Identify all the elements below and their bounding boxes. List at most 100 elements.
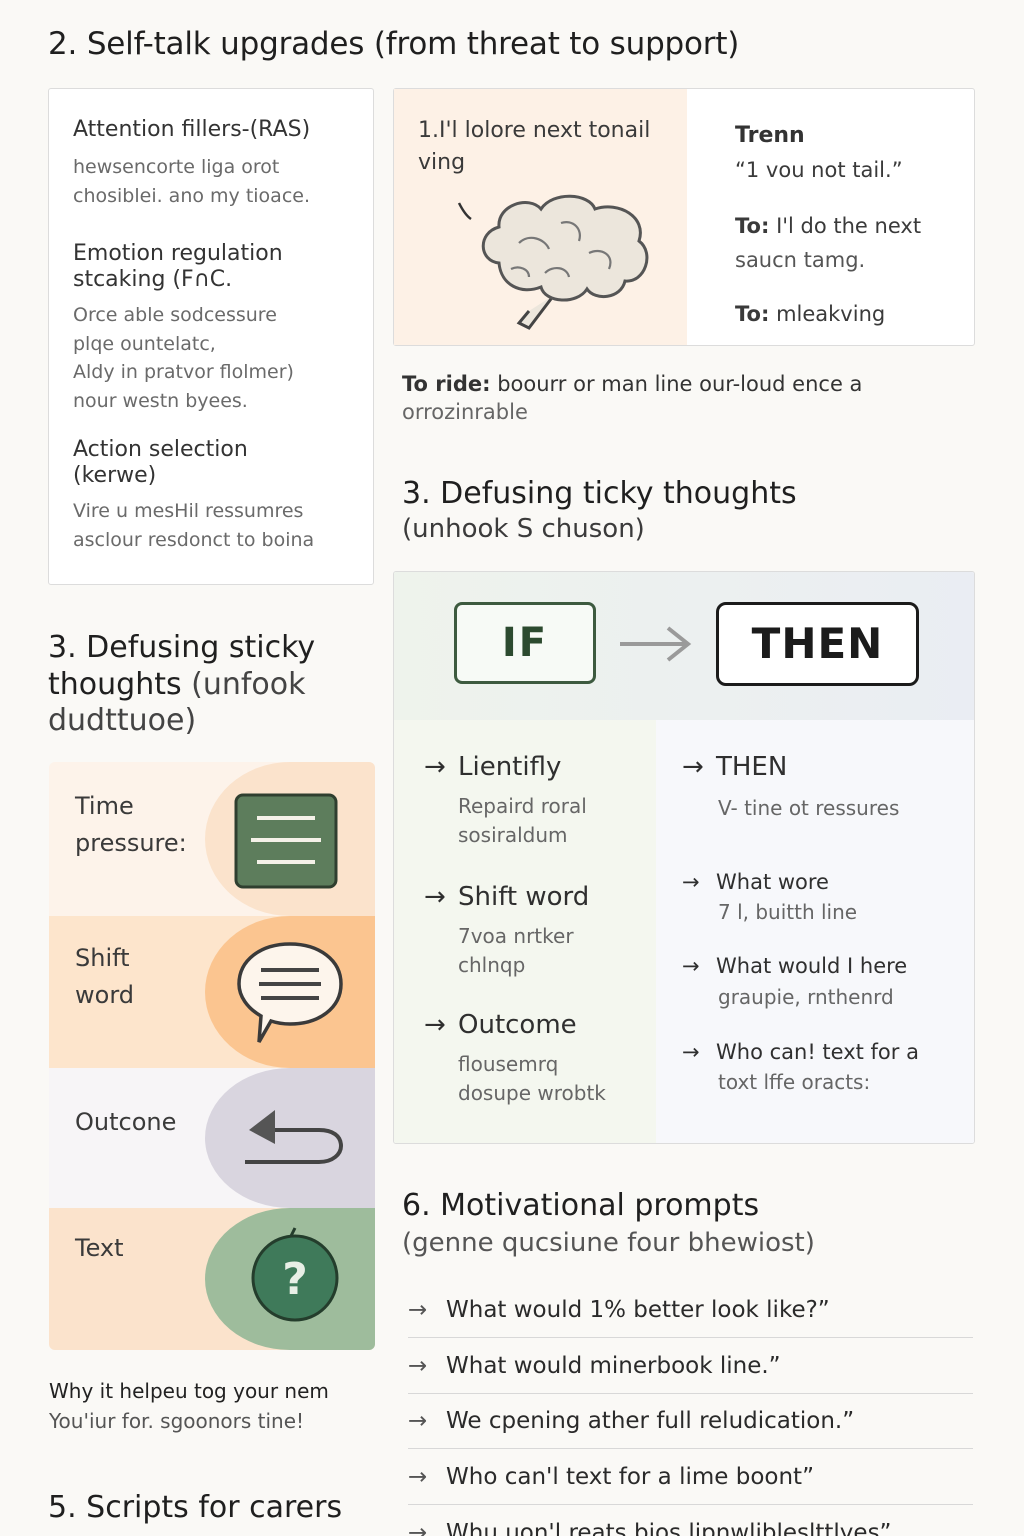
arrow-icon: →	[424, 752, 446, 782]
item-sub-line: 7voa nrtker	[458, 924, 574, 948]
panel-label-line: Time	[75, 792, 134, 820]
brain-caption-line: ving	[418, 149, 466, 175]
to-ride-line: To ride: boourr or man line our-loud enc…	[402, 370, 862, 398]
section3-left-bold: thoughts	[48, 666, 182, 702]
speech-bubble-icon	[237, 942, 343, 1043]
action-line: asclour resdonct to boina	[73, 528, 315, 551]
to-label: To:	[735, 302, 770, 326]
panel-time-pressure: Time pressure:	[49, 762, 375, 916]
arrow-icon: →	[682, 954, 700, 978]
to-text: I'l do the next	[776, 214, 922, 238]
ifthen-card: IF THEN → Lientifly Repaird roral sosiral…	[393, 571, 975, 1144]
ifthen-right-item: → Who can! text for a	[682, 1040, 919, 1064]
item-sub-line: Repaird roral	[458, 794, 587, 818]
ifthen-left-col	[394, 720, 656, 1143]
emotion-text: Orce able sodcessure plqe ountelatc, Ald…	[73, 301, 294, 415]
panel-label-line: word	[75, 981, 134, 1010]
arrow-icon: →	[682, 1040, 700, 1064]
panel-label: Outcone	[75, 1108, 177, 1136]
panel-shift-word: Shift word	[49, 916, 375, 1068]
to-text: mleakving	[776, 302, 886, 326]
arrow-icon: →	[424, 1010, 446, 1040]
arrow-icon: →	[682, 870, 700, 894]
why-line: Why it helpeu tog your nem	[49, 1379, 329, 1403]
trenn-label: Trenn	[735, 123, 805, 148]
right-arrow-icon	[620, 626, 692, 662]
section3-right-heading: 3. Defusing ticky thoughts	[402, 476, 797, 511]
to-label: To:	[735, 214, 770, 238]
emotion-line: Orce able sodcessure	[73, 304, 277, 326]
attention-line: chosiblei. ano my tioace.	[73, 184, 310, 207]
attention-heading: Attention fillers-(RAS)	[73, 117, 311, 142]
ifthen-right-col	[656, 720, 974, 1143]
item-title: What would I here	[716, 954, 908, 978]
to-ride-label: To ride:	[402, 372, 491, 396]
action-heading: Action selection (kerwe)	[73, 437, 248, 490]
prompt-text: What would 1% better look like?”	[446, 1297, 830, 1323]
if-box: IF	[454, 602, 596, 684]
item-title: THEN	[716, 752, 788, 782]
arrow-icon: →	[424, 882, 446, 912]
prompt-text: Who can'l text for a lime boont”	[446, 1464, 814, 1490]
emotion-heading-line: stcaking (F∩C.	[73, 267, 233, 293]
item-sub: Repaird roral sosiraldum	[458, 792, 587, 850]
question-mark-icon: ?	[251, 1227, 339, 1322]
arrow-icon: →	[408, 1408, 428, 1434]
arrow-icon: →	[408, 1297, 428, 1323]
ifthen-left-item: → Outcome	[424, 1010, 577, 1040]
prompt-text: Whu uon'l reats bios lipnwlibleslttlyes”	[446, 1520, 892, 1536]
emotion-heading: Emotion regulation stcaking (F∩C.	[73, 241, 283, 294]
section3-left-heading: 3. Defusing sticky thoughts (unfook dudt…	[48, 630, 315, 740]
attention-text: hewsencorte liga orot chosiblei. ano my …	[73, 153, 310, 210]
prompt-item: → Whu uon'l reats bios lipnwlibleslttlyes…	[408, 1505, 973, 1536]
why-line: You'iur for. sgoonors tine!	[49, 1409, 305, 1433]
action-heading-line: (kerwe)	[73, 463, 157, 489]
ifthen-left-item: →Shift word	[424, 882, 589, 912]
arrow-icon: →	[408, 1353, 428, 1379]
action-heading-line: Action selection	[73, 437, 248, 462]
section3-left-line: dudttuoe)	[48, 703, 197, 739]
prompt-item: → We cpening ather full reludication.”	[408, 1393, 973, 1449]
panel-label-line: Shift	[75, 944, 130, 972]
arrow-icon: →	[408, 1520, 428, 1536]
why-note: Why it helpeu tog your nem You'iur for. …	[49, 1376, 329, 1436]
prompt-item: →What would minerbook line.”	[408, 1338, 973, 1394]
brain-caption: 1.I'l lolore next tonail ving	[418, 115, 650, 179]
item-sub: flousemrq dosupe wrobtk	[458, 1050, 606, 1108]
panel-outcome: Outcone	[49, 1068, 375, 1208]
ifthen-right-item: → What would I here	[682, 954, 907, 978]
item-title: Who can! text for a	[716, 1040, 919, 1064]
section3-left-line: 3. Defusing sticky	[48, 630, 316, 665]
arrow-icon: →	[408, 1464, 428, 1490]
return-arrow-icon	[245, 1110, 344, 1164]
to-ride-text: orrozinrable	[402, 400, 528, 425]
page-title: 2. Self-talk upgrades (from threat to su…	[48, 26, 740, 62]
item-title: What wore	[716, 870, 829, 894]
action-line: Vire u mesHil ressumres	[73, 500, 304, 522]
to-line-1b: saucn tamg.	[735, 248, 866, 272]
item-sub: toxt lffe oracts:	[718, 1070, 871, 1094]
arrow-icon: →	[682, 752, 704, 782]
prompt-text: We cpening ather full reludication.”	[446, 1408, 855, 1434]
panel-label: Time pressure:	[75, 788, 187, 862]
item-title: Lientifly	[458, 752, 562, 782]
list-board-icon	[234, 793, 338, 889]
ifthen-right-item: → THEN	[682, 752, 787, 782]
then-box: THEN	[716, 602, 919, 686]
section6-sub: (genne qucsiune four bhewiost)	[402, 1228, 815, 1258]
prompt-item: → Who can'l text for a lime boont”	[408, 1449, 973, 1505]
item-sub: V- tine ot ressures	[718, 796, 900, 820]
emotion-line: Aldy in pratvor flolmer)	[73, 361, 294, 383]
ifthen-left-item: → Lientifly	[424, 752, 561, 782]
item-title: Outcome	[458, 1010, 577, 1040]
emotion-heading-line: Emotion regulation	[73, 241, 283, 266]
section3-left-line: thoughts (unfook	[48, 667, 315, 704]
to-line-2: To: mleakving	[735, 299, 885, 329]
attention-line: hewsencorte liga orot	[73, 156, 280, 178]
brain-caption-line: 1.I'l lolore next tonail	[418, 118, 651, 143]
emotion-line: nour westn byees.	[73, 389, 248, 412]
trenn-quote: “1 vou not tail.”	[735, 158, 903, 182]
emotion-line: plqe ountelatc,	[73, 332, 216, 355]
item-sub: 7voa nrtker chlnqp	[458, 922, 574, 980]
mechanisms-card: Attention fillers-(RAS) hewsencorte liga…	[48, 88, 374, 585]
